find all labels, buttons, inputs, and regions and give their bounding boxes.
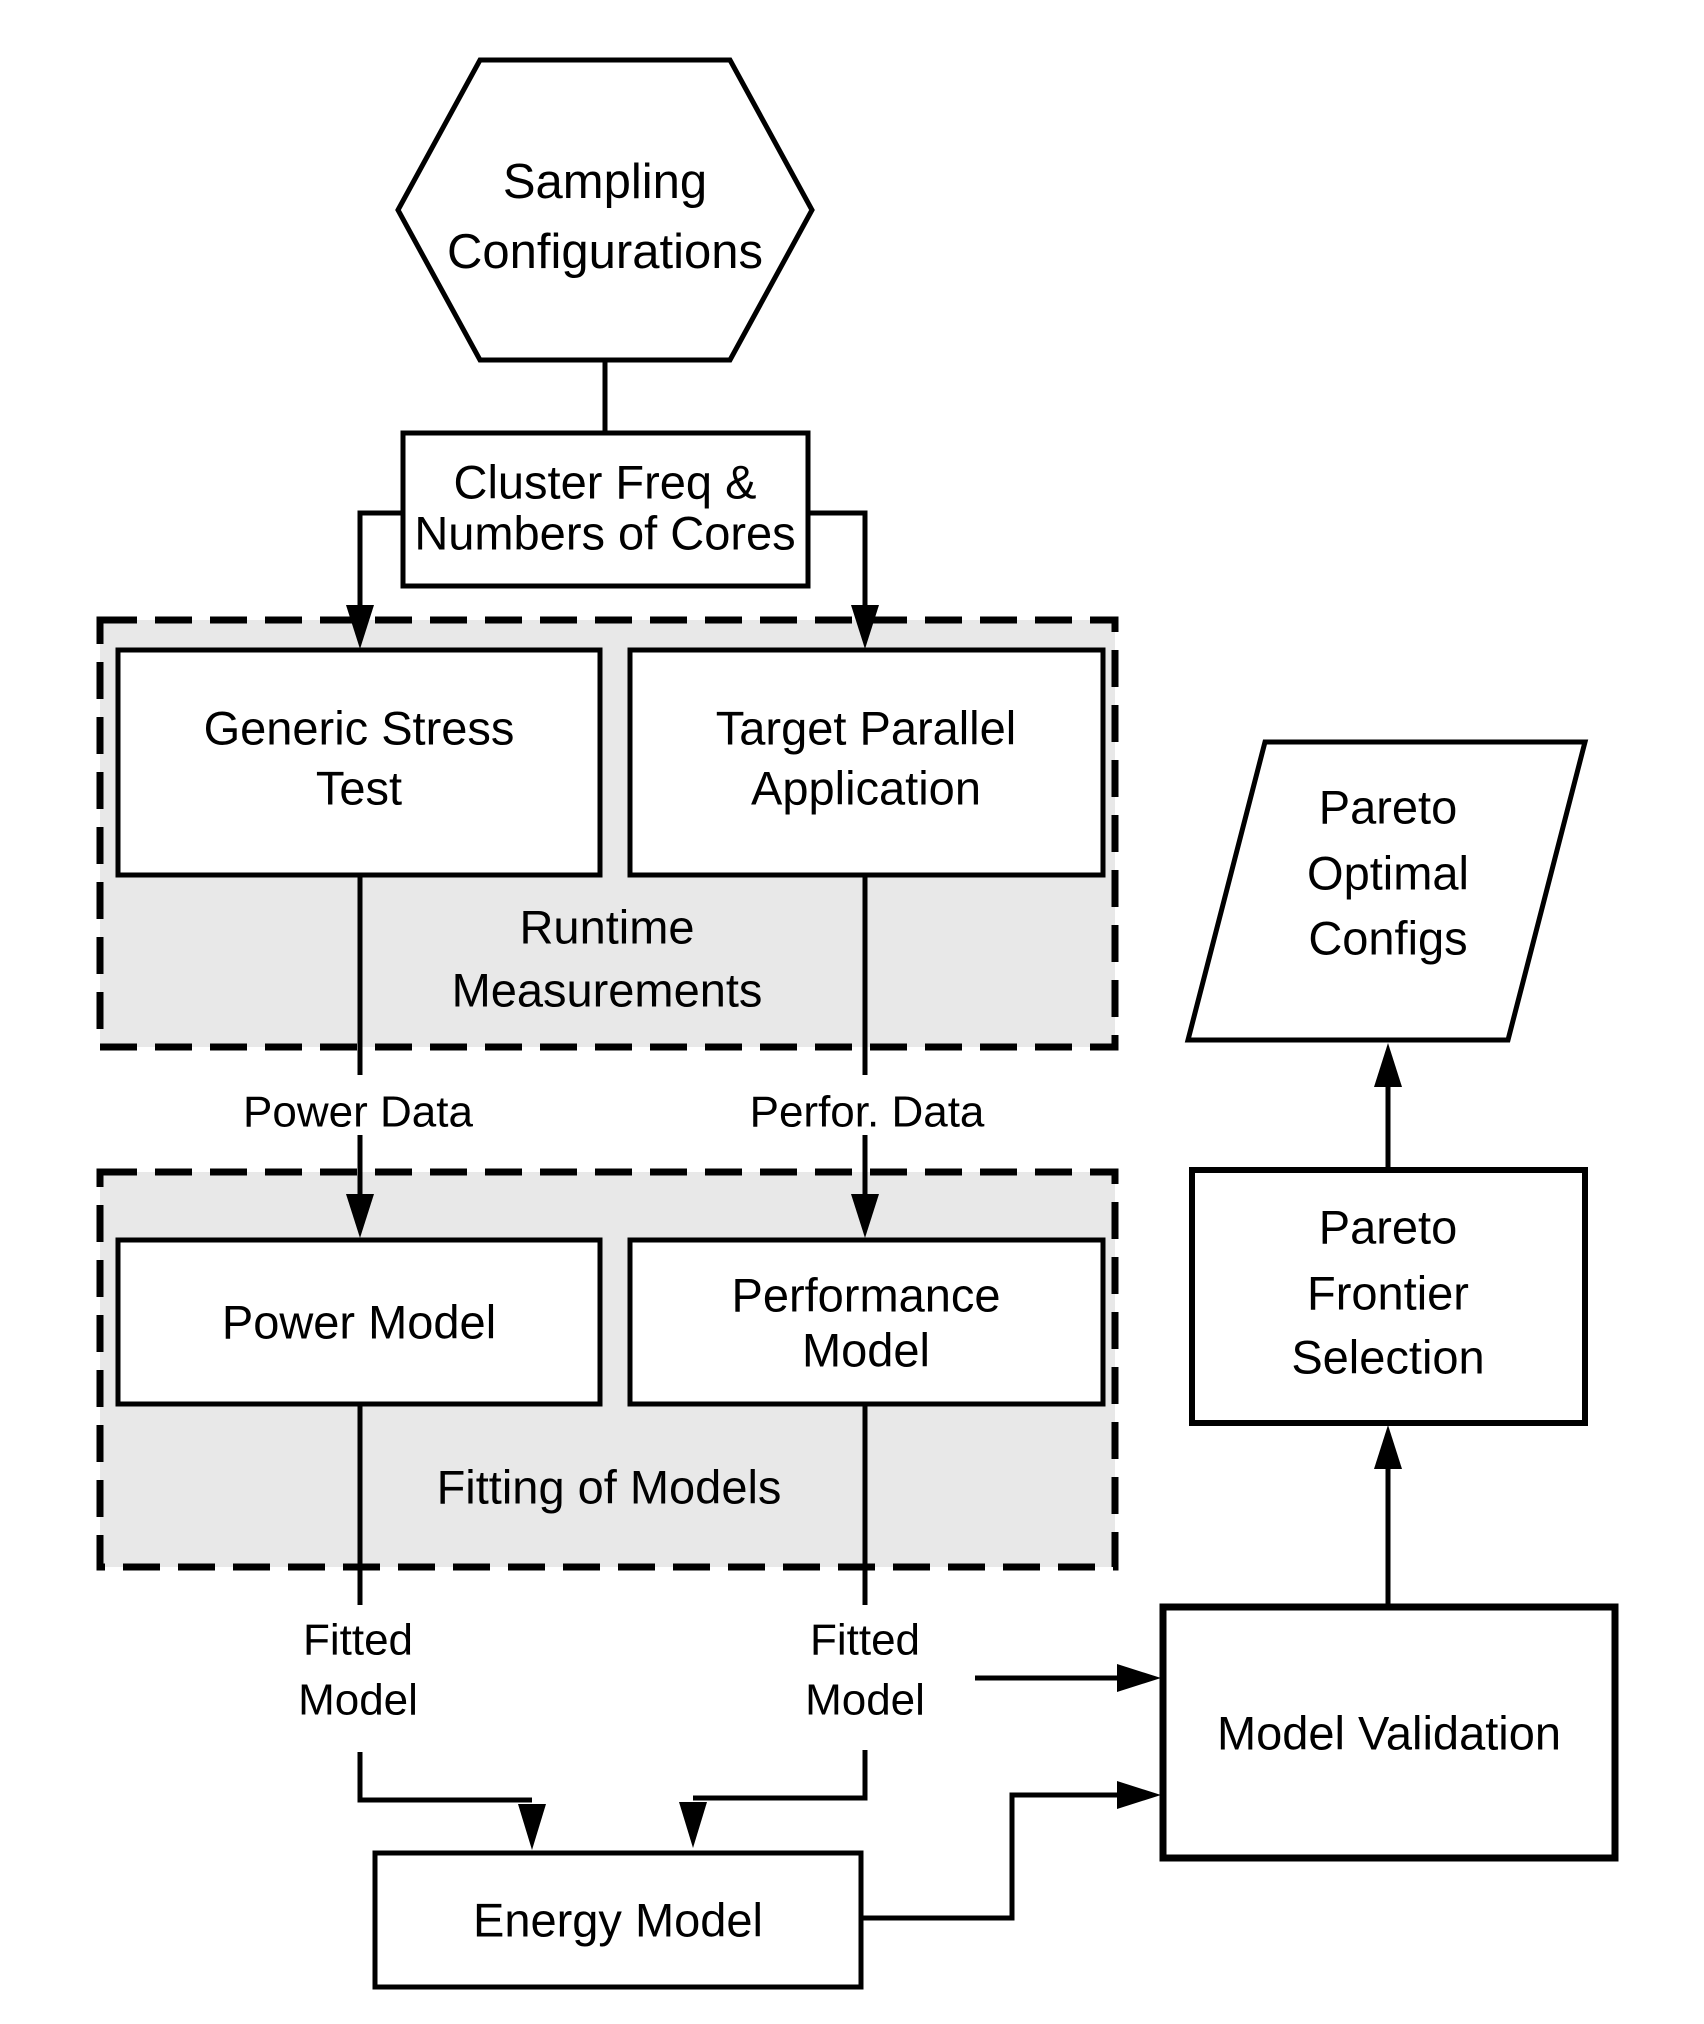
frontier-label-line1: Pareto xyxy=(1319,1201,1457,1254)
arrowhead-energy-into-validation xyxy=(1117,1781,1161,1809)
arrowhead-fitted-into-validation xyxy=(1117,1664,1161,1692)
frontier-label-line2: Frontier xyxy=(1307,1267,1469,1320)
arrowhead-into-optimal xyxy=(1374,1043,1402,1087)
sampling-label-line2: Configurations xyxy=(447,225,763,279)
power-data-label: Power Data xyxy=(243,1088,473,1137)
runtime-label-line1: Runtime xyxy=(519,901,694,954)
hexagon-sampling-configurations xyxy=(395,57,815,363)
runtime-label-line2: Measurements xyxy=(452,964,763,1017)
cluster-label-line1: Cluster Freq & xyxy=(454,456,757,509)
sampling-label-line1: Sampling xyxy=(503,155,707,209)
arrowhead-fitted-left-into-energy xyxy=(518,1804,546,1850)
fitting-of-models-label: Fitting of Models xyxy=(437,1461,782,1514)
box-cluster-freq-cores xyxy=(400,430,811,589)
optimal-label-line3: Configs xyxy=(1308,912,1467,965)
cluster-label-line2: Numbers of Cores xyxy=(414,507,795,560)
fitted-model-right-line2: Model xyxy=(805,1676,925,1725)
box-performance-model xyxy=(627,1237,1106,1407)
frontier-label-line3: Selection xyxy=(1291,1331,1484,1384)
arrowhead-into-power-model xyxy=(346,1194,374,1238)
generic-label-line2: Test xyxy=(316,762,402,815)
optimal-label-line2: Optimal xyxy=(1307,847,1469,900)
energy-model-label: Energy Model xyxy=(473,1894,763,1947)
performance-model-label-line1: Performance xyxy=(731,1269,1000,1322)
box-generic-stress-test xyxy=(115,647,603,878)
target-label-line2: Application xyxy=(751,762,981,815)
edge-energy-to-validation xyxy=(861,1792,1120,1921)
edge-cluster-to-target xyxy=(808,510,868,607)
box-pareto-frontier-selection xyxy=(1189,1167,1588,1426)
optimal-label-line1: Pareto xyxy=(1319,781,1457,834)
edge-cluster-to-generic xyxy=(357,510,403,607)
arrowhead-into-frontier xyxy=(1374,1425,1402,1469)
fitted-model-left-line2: Model xyxy=(298,1676,418,1725)
arrowhead-into-performance-model xyxy=(851,1194,879,1238)
arrowhead-fitted-right-into-energy xyxy=(679,1802,707,1848)
arrowhead-into-target xyxy=(851,605,879,649)
parallelogram-pareto-optimal-configs xyxy=(1184,739,1589,1043)
arrowhead-into-generic xyxy=(346,605,374,649)
box-target-parallel-application xyxy=(627,647,1106,878)
generic-label-line1: Generic Stress xyxy=(204,702,515,755)
performance-model-label-line2: Model xyxy=(802,1324,930,1377)
edge-fitted-left-to-energy xyxy=(357,1752,532,1803)
edge-fitted-right-to-energy xyxy=(693,1750,868,1801)
box-power-model xyxy=(115,1237,603,1407)
box-model-validation xyxy=(1159,1603,1619,1862)
target-label-line1: Target Parallel xyxy=(716,702,1016,755)
perfor-data-label: Perfor. Data xyxy=(750,1088,985,1137)
fitted-model-right-line1: Fitted xyxy=(810,1616,920,1665)
model-validation-label: Model Validation xyxy=(1217,1707,1561,1760)
fitted-model-left-line1: Fitted xyxy=(303,1616,413,1665)
power-model-label: Power Model xyxy=(222,1296,496,1349)
box-energy-model xyxy=(372,1850,864,1990)
edges xyxy=(346,360,1402,1921)
